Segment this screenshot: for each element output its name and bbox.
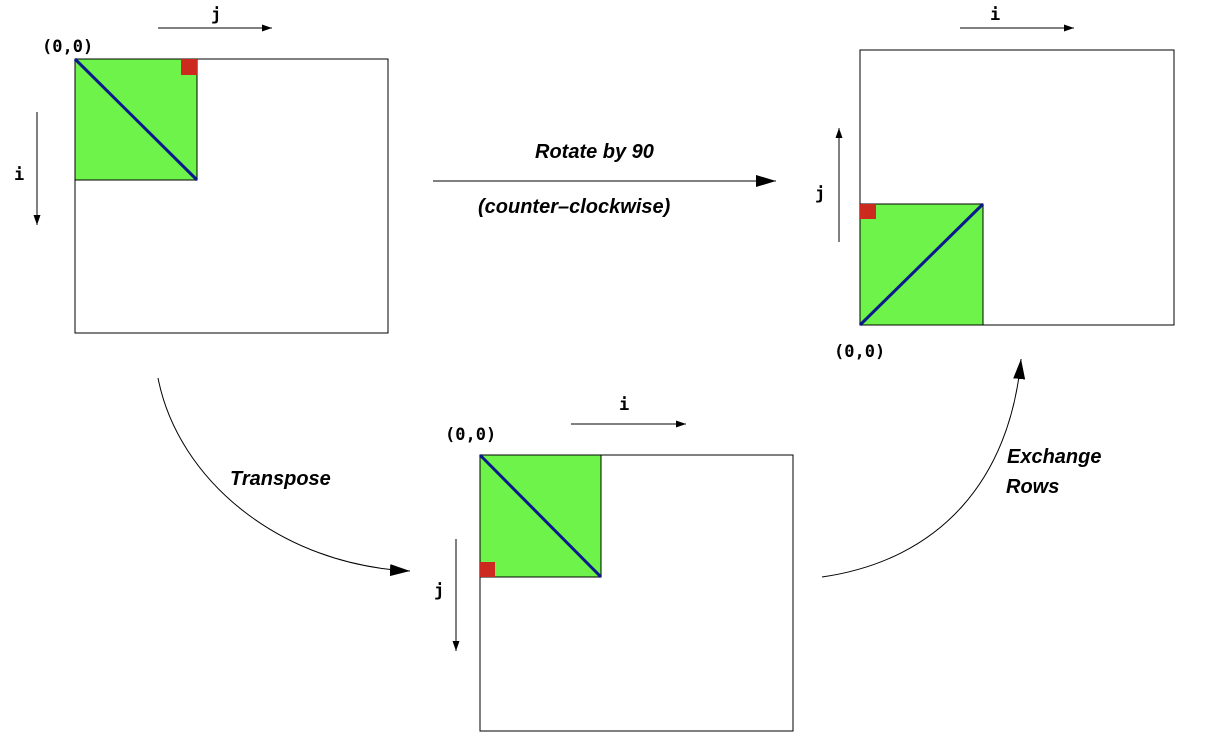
red-marker [480,562,495,577]
horizontal-axis-label: i [990,5,1000,25]
origin-label: (0,0) [445,425,496,445]
origin-label: (0,0) [42,37,93,57]
transpose-arrow: Transpose [157,377,411,577]
matrix-rotated: (0,0) i j [815,5,1175,362]
block-diagonal [478,453,603,579]
transpose-label: Transpose [230,468,331,490]
rotate-label: Rotate by 90 [535,141,654,163]
block-diagonal [73,57,199,182]
rotate-direction-label: (counter–clockwise) [478,196,671,218]
arrow-curve [157,377,411,577]
exchange-label: Exchange [1007,446,1101,468]
vertical-axis-label: j [434,581,444,601]
vertical-axis-label: i [14,165,24,185]
horizontal-axis-label: j [211,5,221,25]
red-marker [860,204,876,219]
matrix-transposed: (0,0) i j [434,395,794,732]
matrix-original: (0,0) j i [14,5,389,334]
horizontal-axis-label: i [619,395,629,415]
rotate-arrow: Rotate by 90 (counter–clockwise) [433,141,776,218]
red-marker [181,59,197,75]
vertical-axis-label: j [815,184,825,204]
block-diagonal [858,202,985,327]
origin-label: (0,0) [834,342,885,362]
exchange-rows-arrow: Exchange Rows [821,358,1101,578]
rows-label: Rows [1006,476,1059,498]
arrow-curve [821,358,1026,578]
